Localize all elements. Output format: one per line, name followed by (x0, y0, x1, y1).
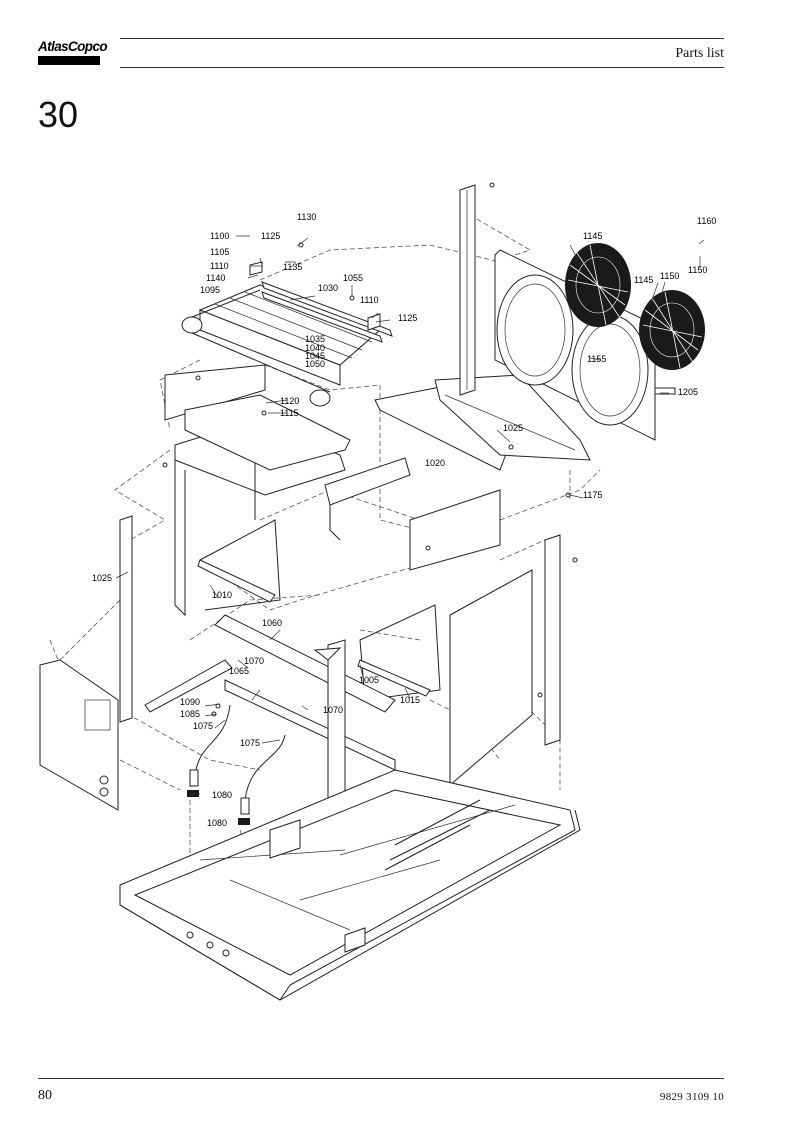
callout-label: 1105 (210, 247, 229, 257)
callout-label: 1015 (400, 695, 420, 705)
fan-grille-2 (639, 290, 705, 370)
callout-label: 1030 (318, 283, 338, 293)
callout-label: 1080 (207, 818, 227, 828)
side-panels (39, 489, 561, 811)
fan-shroud (459, 184, 705, 441)
base-frame (119, 769, 581, 1001)
page-header-title: Parts list (675, 46, 724, 61)
footer-rule (38, 1078, 724, 1079)
cooler-assembly-1095 (181, 261, 393, 407)
header-rule-bottom (120, 67, 724, 68)
callout-label: 1075 (240, 738, 260, 748)
callout-label: 1145 (583, 231, 602, 241)
middle-rails (144, 614, 396, 836)
callout-label: 1080 (212, 790, 232, 800)
callout-label: 1205 (678, 387, 698, 397)
header-rule-top (120, 38, 724, 39)
callout-label: 1155 (587, 354, 606, 364)
fan-grille-1 (565, 243, 631, 327)
callout-label: 1005 (359, 675, 379, 685)
callout-label: 1020 (425, 458, 445, 468)
callout-label: 1045 (305, 351, 325, 361)
part-callouts: 1130 1100 1125 1105 1135 1110 1140 1095 … (92, 212, 716, 828)
callout-label: 1140 (206, 273, 225, 283)
callout-label: 1090 (180, 697, 200, 707)
hoses (187, 704, 286, 825)
callout-label: 1060 (262, 618, 282, 628)
callout-label: 1050 (305, 359, 325, 369)
callout-label: 1130 (297, 212, 316, 222)
callout-label: 1150 (688, 265, 707, 275)
callout-label: 1025 (92, 573, 112, 583)
callout-label: 1070 (323, 705, 343, 715)
callout-label: 1125 (261, 231, 280, 241)
callout-label: 1135 (283, 262, 302, 272)
callout-label: 1100 (210, 231, 229, 241)
callout-label: 1110 (360, 295, 379, 305)
section-number: 30 (38, 94, 79, 135)
callout-label: 1095 (200, 285, 220, 295)
page-number: 80 (38, 1088, 52, 1103)
callout-label: 1115 (280, 408, 299, 418)
logo-bar (38, 56, 100, 65)
callout-label: 1065 (229, 666, 249, 676)
atlas-copco-logo: AtlasCopco (38, 38, 108, 68)
callout-label: 1150 (660, 271, 679, 281)
document-number: 9829 3109 10 (659, 1091, 724, 1103)
callout-label: 1175 (583, 490, 602, 500)
callout-label: 1160 (697, 216, 716, 226)
callout-label: 1010 (212, 590, 232, 600)
upper-frame (164, 364, 411, 617)
callout-label: 1040 (305, 343, 325, 353)
callout-label: 1035 (305, 334, 325, 344)
callout-label: 1085 (180, 709, 200, 719)
callout-label: 1055 (343, 273, 363, 283)
callout-label: 1025 (503, 423, 523, 433)
callout-label: 1075 (193, 721, 213, 731)
callout-label: 1110 (210, 261, 229, 271)
callout-label: 1070 (244, 656, 264, 666)
callout-label: 1145 (634, 275, 653, 285)
hardware-and-leaders (115, 182, 705, 823)
callout-label: 1120 (280, 396, 299, 406)
callout-label: 1125 (398, 313, 417, 323)
logo-wordmark: AtlasCopco (38, 39, 108, 54)
